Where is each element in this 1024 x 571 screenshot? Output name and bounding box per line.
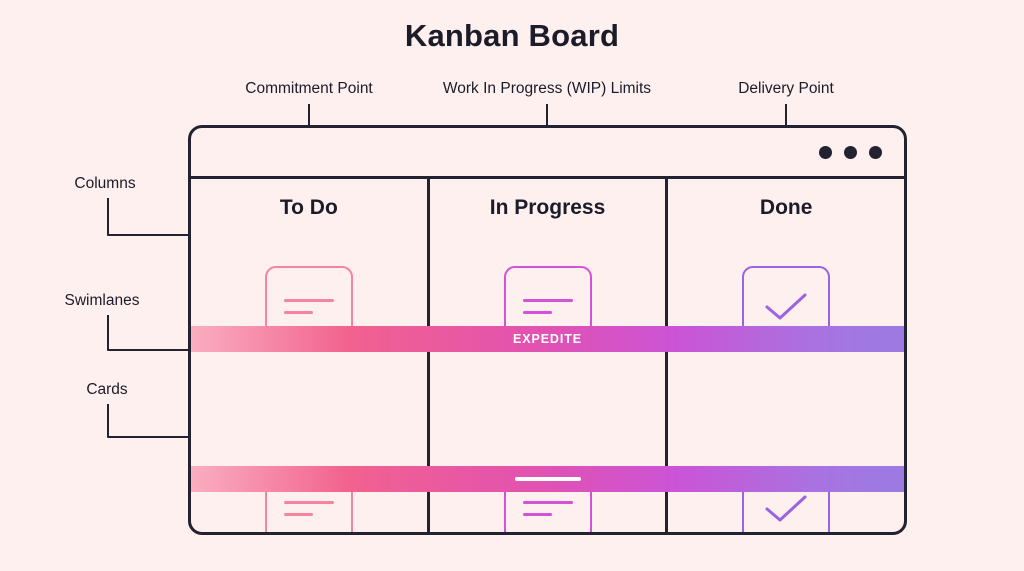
card-line-long xyxy=(283,298,334,302)
card-line-short xyxy=(522,512,552,516)
card-line-long xyxy=(522,500,573,504)
column-header-done: Done xyxy=(759,195,813,219)
check-icon xyxy=(765,495,807,522)
window-dot-icon-1[interactable] xyxy=(819,145,832,159)
annotation-columns: Columns xyxy=(74,175,136,192)
card-slot xyxy=(430,236,666,376)
card-slot-spacer xyxy=(191,376,427,438)
card-text-lines xyxy=(522,500,573,516)
annotation-delivery-point: Delivery Point xyxy=(738,80,834,97)
kanban-board-window: To Do xyxy=(188,125,907,535)
card-line-long xyxy=(283,500,334,504)
card-text-lines xyxy=(522,298,573,314)
window-dot-icon-2[interactable] xyxy=(844,145,857,159)
card-line-long xyxy=(522,298,573,302)
annotation-wip-limits: Work In Progress (WIP) Limits xyxy=(442,80,652,97)
column-header-todo: To Do xyxy=(279,195,338,219)
window-titlebar xyxy=(191,128,904,179)
card-line-short xyxy=(283,512,313,516)
card-line-short xyxy=(522,310,552,314)
swimlane-expedite[interactable]: EXPEDITE xyxy=(191,326,904,352)
card-slot-spacer xyxy=(430,376,666,438)
window-dot-icon-3[interactable] xyxy=(869,145,882,159)
swimlane-label-placeholder xyxy=(514,477,581,481)
swimlane-label-expedite: EXPEDITE xyxy=(512,332,583,346)
card-slot-spacer xyxy=(668,376,904,438)
window-dots xyxy=(819,145,882,159)
card-text-lines xyxy=(283,500,334,516)
page-title: Kanban Board xyxy=(404,18,620,53)
column-header-in-progress: In Progress xyxy=(489,195,606,219)
swimlane-unnamed[interactable] xyxy=(191,466,904,492)
annotation-commitment-point: Commitment Point xyxy=(245,80,373,97)
card-text-lines xyxy=(283,298,334,314)
card-slot xyxy=(191,236,427,376)
annotation-swimlanes: Swimlanes xyxy=(64,292,140,309)
board-columns: To Do xyxy=(191,179,904,532)
board-column-in-progress[interactable]: In Progress xyxy=(426,179,666,532)
check-icon xyxy=(765,293,807,320)
annotation-cards: Cards xyxy=(86,381,128,398)
card-line-short xyxy=(283,310,313,314)
card-slot xyxy=(668,236,904,376)
